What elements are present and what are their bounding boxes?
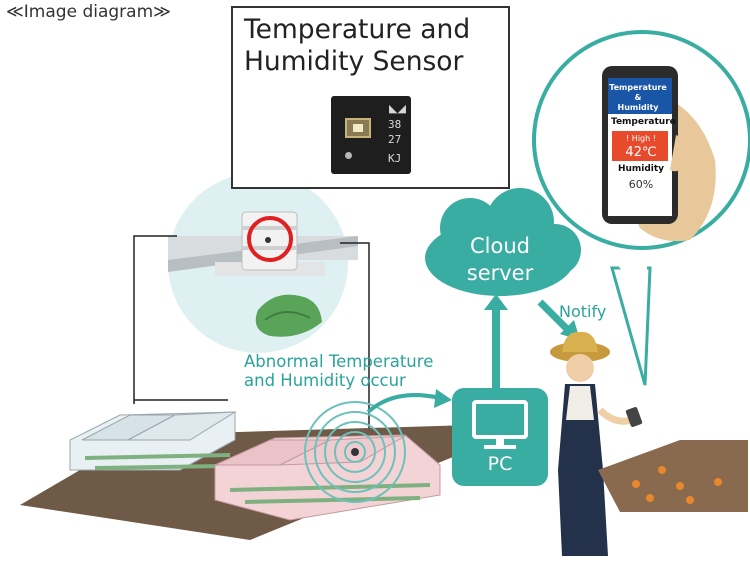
signal-waves-icon bbox=[304, 401, 406, 503]
abnormal-label: Abnormal Temperature and Humidity occur bbox=[244, 352, 433, 390]
arrow-up-shaft bbox=[492, 305, 500, 390]
abnormal-line1: Abnormal Temperature bbox=[244, 352, 434, 371]
chip-mark-3: KJ bbox=[388, 152, 402, 165]
sensor-chip-image: ◣◢ 38 27 KJ bbox=[331, 96, 411, 174]
cloud-server-label: Cloud server bbox=[440, 233, 560, 287]
chip-window bbox=[345, 118, 371, 138]
farmer bbox=[550, 331, 643, 556]
notify-label: Notify bbox=[559, 302, 607, 321]
diagram-caption: ≪Image diagram≫ bbox=[6, 2, 171, 22]
arrow-notify-shaft bbox=[537, 299, 573, 335]
smartphone bbox=[602, 66, 678, 224]
sensor-closeup bbox=[168, 173, 358, 353]
chip-logo-icon: ◣◢ bbox=[389, 102, 406, 115]
pc-label: PC bbox=[487, 453, 513, 475]
phone-high-alert: ! High ! bbox=[626, 134, 656, 143]
chip-dot bbox=[345, 152, 352, 159]
phone-temperature-label: Temperature bbox=[611, 117, 676, 127]
phone-app-title: Temperature & Humidity bbox=[608, 83, 668, 113]
abnormal-line2: and Humidity occur bbox=[244, 371, 406, 390]
phone-humidity-label: Humidity bbox=[617, 164, 665, 174]
thumb bbox=[670, 135, 689, 172]
vegetable-field bbox=[598, 440, 748, 512]
arrow-up-head bbox=[484, 294, 508, 310]
greenhouse-clear bbox=[69, 411, 237, 471]
chip-mark-2: 27 bbox=[388, 133, 402, 146]
phone-humidity-value: 60% bbox=[628, 178, 654, 191]
sensor-title: Temperature and Humidity Sensor bbox=[244, 14, 471, 77]
phone-temperature-value: 42℃ bbox=[625, 145, 657, 160]
cloud-label-line1: Cloud bbox=[470, 234, 530, 258]
phone-title-line1: Temperature bbox=[609, 83, 667, 92]
phone-title-line2: & bbox=[634, 93, 642, 102]
chip-mark-1: 38 bbox=[388, 118, 402, 131]
cloud-icon bbox=[425, 188, 581, 296]
monitor-icon bbox=[472, 400, 528, 449]
phone-title-line3: Humidity bbox=[617, 103, 659, 112]
cloud-label-line2: server bbox=[466, 261, 534, 285]
arrow-to-pc bbox=[366, 393, 441, 414]
arrow-to-pc-head bbox=[434, 389, 452, 408]
connector-lines bbox=[133, 235, 370, 440]
